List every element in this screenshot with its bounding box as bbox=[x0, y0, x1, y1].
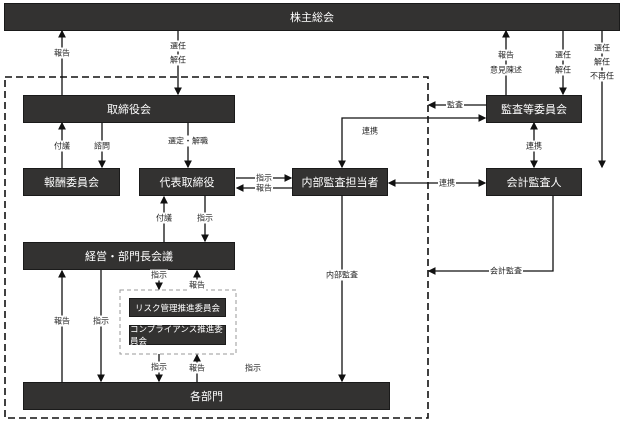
label-committee-instruct: 指示 bbox=[150, 269, 168, 281]
label-dismiss: 解任 bbox=[169, 54, 187, 66]
label-ac-report: 報告 bbox=[497, 49, 515, 61]
node-board: 取締役会 bbox=[23, 95, 235, 123]
label-mm-instruct: 指示 bbox=[196, 212, 214, 224]
node-ceo: 代表取締役 bbox=[139, 168, 235, 196]
label-dept-report: 報告 bbox=[53, 315, 71, 327]
label-board-report: 報告 bbox=[53, 47, 71, 59]
node-audit-committee: 監査等委員会 bbox=[486, 95, 582, 123]
committees-group bbox=[119, 289, 237, 355]
label-audit: 監査 bbox=[446, 99, 464, 111]
node-management-meeting: 経営・部門長会議 bbox=[23, 242, 235, 270]
node-shareholders: 株主総会 bbox=[4, 3, 620, 31]
arrow-accounting-audit bbox=[427, 196, 554, 275]
node-risk-committee: リスク管理推進委員会 bbox=[129, 298, 226, 317]
label-aa-elect: 選任 bbox=[593, 42, 611, 54]
label-ac-elect: 選任 bbox=[554, 49, 572, 61]
arrow-link-ac-ia bbox=[338, 114, 487, 169]
label-ceo-instruct: 指示 bbox=[255, 172, 273, 184]
label-link-ac-aa: 連携 bbox=[525, 140, 543, 152]
label-dept-instruct: 指示 bbox=[92, 315, 110, 327]
label-committee-report: 報告 bbox=[188, 279, 206, 291]
label-cmt-dept-report: 報告 bbox=[188, 362, 206, 374]
label-ceo-report: 報告 bbox=[255, 182, 273, 194]
label-aa-nonreappoint: 不再任 bbox=[589, 70, 615, 82]
label-link-ac-ia: 連携 bbox=[361, 125, 379, 137]
label-propose: 付議 bbox=[53, 140, 71, 152]
label-select-dismiss: 選定・解職 bbox=[167, 135, 209, 147]
label-aa-dismiss: 解任 bbox=[593, 56, 611, 68]
label-accounting-audit: 会計監査 bbox=[489, 265, 523, 277]
label-instruct: 指示 bbox=[244, 362, 262, 374]
node-internal-audit: 内部監査担当者 bbox=[292, 168, 388, 196]
node-compliance-committee: コンプライアンス推進委員会 bbox=[129, 325, 226, 347]
label-elect: 選任 bbox=[169, 40, 187, 52]
node-departments: 各部門 bbox=[23, 382, 390, 410]
node-accounting-auditor: 会計監査人 bbox=[486, 168, 582, 196]
label-mm-propose: 付議 bbox=[155, 212, 173, 224]
label-cmt-dept-instruct: 指示 bbox=[150, 361, 168, 373]
label-consult: 諮問 bbox=[93, 140, 111, 152]
company-boundary bbox=[4, 76, 429, 419]
label-internal-audit: 内部監査 bbox=[325, 269, 359, 281]
label-ac-dismiss: 解任 bbox=[554, 64, 572, 76]
label-link-ia-aa: 連携 bbox=[438, 177, 456, 189]
node-compensation-committee: 報酬委員会 bbox=[23, 168, 120, 196]
label-ac-opinion: 意見陳述 bbox=[489, 64, 523, 76]
